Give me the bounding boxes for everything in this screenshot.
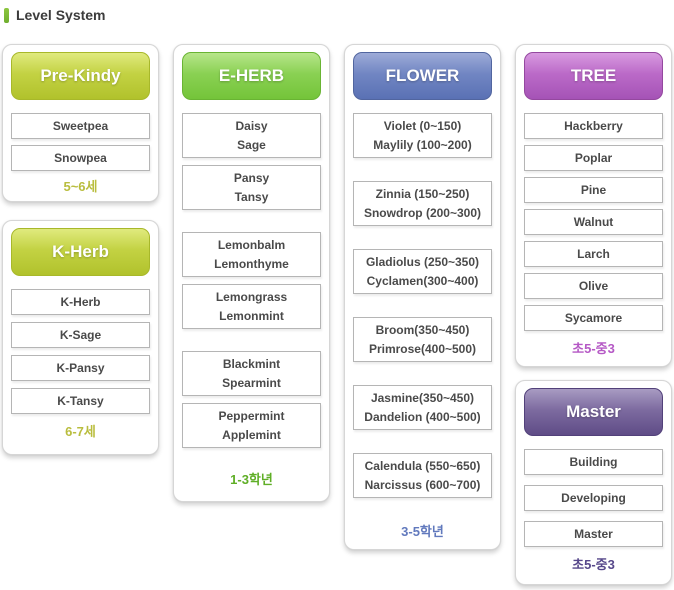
card-header-flower: FLOWER: [353, 52, 492, 100]
level-item: Developing: [524, 485, 663, 511]
level-item-line: Maylily (100~200): [373, 137, 472, 152]
card-header-tree: TREE: [524, 52, 663, 100]
level-item: Pine: [524, 177, 663, 203]
level-item-line: Applemint: [222, 427, 281, 442]
card-k-herb: K-Herb K-Herb K-Sage K-Pansy K-Tansy 6-7…: [2, 220, 159, 455]
level-item-line: Sage: [237, 137, 266, 152]
level-item: K-Herb: [11, 289, 150, 315]
level-item-line: Pansy: [233, 170, 270, 185]
level-item: Jasmine(350~450) Dandelion (400~500): [353, 385, 492, 430]
level-item-line: Blackmint: [222, 356, 281, 371]
grade-range-label: 초5-중3: [572, 341, 615, 356]
level-item: Larch: [524, 241, 663, 267]
column-kindy: Pre-Kindy Sweetpea Snowpea 5~6세 K-Herb K…: [2, 44, 159, 455]
level-item-line: Broom(350~450): [375, 322, 470, 337]
page-title-row: Level System: [4, 6, 674, 24]
level-item-line: Narcissus (600~700): [364, 477, 481, 492]
age-range-label: 6-7세: [65, 424, 96, 439]
level-item: Hackberry: [524, 113, 663, 139]
level-item: Broom(350~450) Primrose(400~500): [353, 317, 492, 362]
level-item: Poplar: [524, 145, 663, 171]
level-item: Peppermint Applemint: [182, 403, 321, 448]
level-item-line: Jasmine(350~450): [370, 390, 475, 405]
card-master: Master Building Developing Master 초5-중3: [515, 380, 672, 585]
level-item: Pansy Tansy: [182, 165, 321, 210]
card-header-k-herb: K-Herb: [11, 228, 150, 276]
level-item: Sweetpea: [11, 113, 150, 139]
level-item-line: Primrose(400~500): [368, 341, 477, 356]
level-item-line: Zinnia (150~250): [375, 186, 470, 201]
level-item: K-Sage: [11, 322, 150, 348]
level-item-line: Lemonbalm: [217, 237, 286, 252]
level-item-line: Tansy: [234, 189, 269, 204]
level-item: Master: [524, 521, 663, 547]
level-item-line: Lemonthyme: [214, 256, 289, 271]
level-item: Calendula (550~650) Narcissus (600~700): [353, 453, 492, 498]
level-item: Olive: [524, 273, 663, 299]
card-e-herb: E-HERB Daisy Sage Pansy Tansy Lemonbalm …: [173, 44, 330, 502]
grade-range-label: 초5-중3: [572, 557, 615, 572]
level-item: Walnut: [524, 209, 663, 235]
level-item: K-Pansy: [11, 355, 150, 381]
column-tree: TREE Hackberry Poplar Pine Walnut Larch …: [515, 44, 672, 585]
card-header-e-herb: E-HERB: [182, 52, 321, 100]
level-item-line: Lemongrass: [215, 289, 288, 304]
level-item: Gladiolus (250~350) Cyclamen(300~400): [353, 249, 492, 294]
level-item-line: Daisy: [235, 118, 268, 133]
level-item-line: Snowdrop (200~300): [363, 205, 482, 220]
grade-range-label: 3-5학년: [401, 524, 444, 539]
level-item: Sycamore: [524, 305, 663, 331]
level-item: Snowpea: [11, 145, 150, 171]
level-item-line: Dandelion (400~500): [364, 409, 481, 424]
level-item: Lemonbalm Lemonthyme: [182, 232, 321, 277]
level-item-line: Cyclamen(300~400): [366, 273, 479, 288]
level-item-line: Calendula (550~650): [364, 458, 481, 473]
level-item-line: Peppermint: [218, 408, 285, 423]
level-item-line: Spearmint: [222, 375, 281, 390]
level-item: Daisy Sage: [182, 113, 321, 158]
level-group: Blackmint Spearmint Peppermint Applemint: [182, 351, 321, 448]
level-item: K-Tansy: [11, 388, 150, 414]
level-item: Zinnia (150~250) Snowdrop (200~300): [353, 181, 492, 226]
page-title: Level System: [16, 7, 106, 23]
level-board: Pre-Kindy Sweetpea Snowpea 5~6세 K-Herb K…: [2, 44, 674, 585]
card-flower: FLOWER Violet (0~150) Maylily (100~200) …: [344, 44, 501, 550]
level-item-line: Lemonmint: [219, 308, 284, 323]
column-e-herb: E-HERB Daisy Sage Pansy Tansy Lemonbalm …: [173, 44, 330, 502]
level-item: Lemongrass Lemonmint: [182, 284, 321, 329]
age-range-label: 5~6세: [63, 179, 98, 194]
grade-range-label: 1-3학년: [230, 472, 273, 487]
level-item: Blackmint Spearmint: [182, 351, 321, 396]
level-group: Daisy Sage Pansy Tansy: [182, 113, 321, 210]
level-item: Violet (0~150) Maylily (100~200): [353, 113, 492, 158]
level-group: Lemonbalm Lemonthyme Lemongrass Lemonmin…: [182, 232, 321, 329]
column-flower: FLOWER Violet (0~150) Maylily (100~200) …: [344, 44, 501, 550]
title-accent-bar: [4, 7, 9, 23]
card-header-pre-kindy: Pre-Kindy: [11, 52, 150, 100]
level-item-line: Gladiolus (250~350): [365, 254, 480, 269]
card-pre-kindy: Pre-Kindy Sweetpea Snowpea 5~6세: [2, 44, 159, 202]
card-header-master: Master: [524, 388, 663, 436]
level-item: Building: [524, 449, 663, 475]
card-tree: TREE Hackberry Poplar Pine Walnut Larch …: [515, 44, 672, 367]
level-item-line: Violet (0~150): [383, 118, 462, 133]
